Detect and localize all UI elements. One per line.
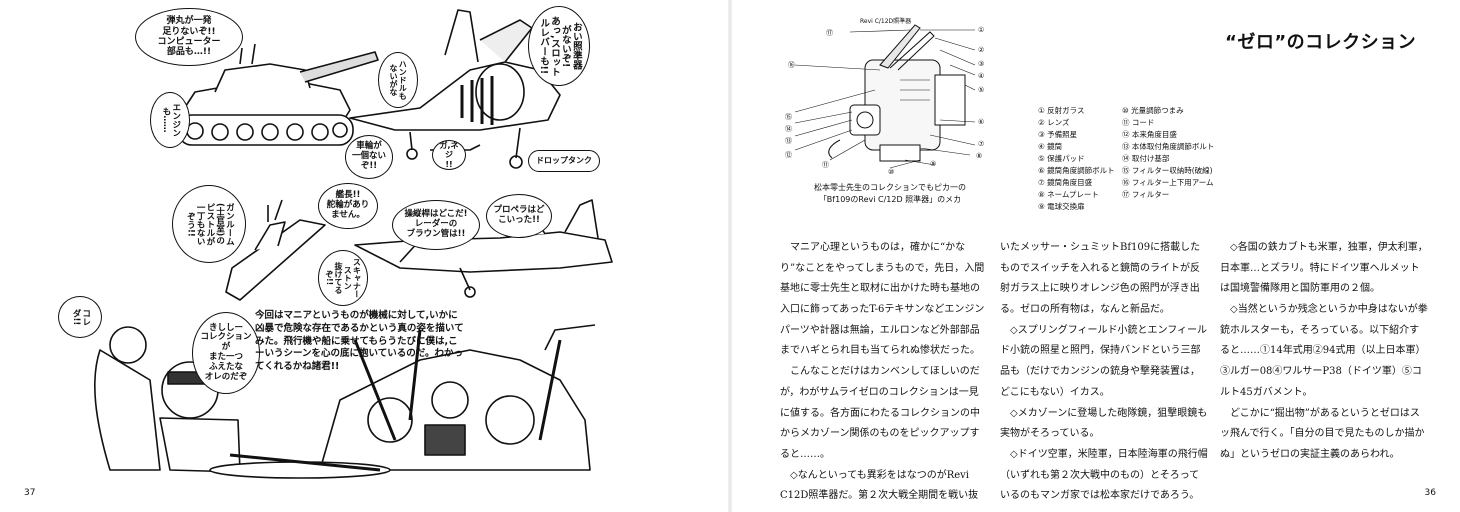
article-column-1: マニア心理というものは，確かに“かなり”なことをやってしまうもので，先日，入間基…	[780, 238, 988, 507]
parts-legend-right: ⑩ 光量調節つまみ ⑪ コード ⑫ 本来角度目盛 ⑬ 本体取付角度調節ボルト ⑭…	[1122, 105, 1214, 201]
legend-item: ⑦ 鏡筒角度目盛	[1038, 178, 1093, 187]
speech-bubble-screw: ガ,ネジ !!	[432, 140, 466, 170]
callout-9: ⑨	[930, 160, 937, 168]
callout-3: ③	[978, 60, 985, 68]
legend-item: ⑯ フィルター上下用アーム	[1122, 178, 1214, 187]
paragraph: ◇ドイツ空軍，米陸軍，日本陸海軍の飛行帽（いずれも第２次大戦中のもの）とそろって…	[1000, 448, 1208, 502]
callout-12: ⑫	[785, 151, 792, 159]
speech-bubble-sight: おい照準器 がないぞ! あっ,スロット ルレバーも!!	[528, 6, 590, 86]
paragraph: ◇スプリングフィールド小銃とエンフィールド小銃の照星と照門，保持バンドという三部…	[1000, 324, 1207, 398]
left-page: 弾丸が一発 足りないぞ!! コンピューター 部品も…!! おい照準器 がないぞ!…	[24, 6, 613, 498]
article-column-2: いたメッサー・シュミットBf109に搭載したものでスイッチを入れると鏡筒のライト…	[1000, 238, 1208, 507]
speech-bubble-this: コレ ダ!!	[58, 296, 102, 338]
speech-bubble-scanner: スキャナー ストン 抜けてる ぞ!!	[318, 250, 368, 306]
legend-item: ⑮ フィルター収納時(破線)	[1122, 166, 1213, 175]
legend-item: ⑭ 取付け基部	[1122, 154, 1170, 163]
speech-bubble-droptank: ドロップタンク	[528, 150, 600, 172]
legend-item: ⑩ 光量調節つまみ	[1122, 106, 1184, 115]
callout-11: ⑪	[822, 161, 829, 169]
legend-item: ⑬ 本体取付角度調節ボルト	[1122, 142, 1215, 151]
legend-item: ⑰ フィルター	[1122, 190, 1170, 199]
speech-bubble-engine: エンジン も……	[150, 92, 190, 148]
paragraph: ◇当然というか残念というか中身はないが拳銃ホルスターも，そろっている。以下紹介す…	[1220, 304, 1428, 398]
right-page: “ゼロ”のコレクション Revi C/12D照準器 ① ② ③ ④ ⑤ ⑥ ⑦ …	[730, 0, 1460, 512]
callout-8: ⑧	[976, 152, 983, 160]
book-gutter	[728, 0, 732, 512]
legend-item: ⑨ 電球交換扉	[1038, 202, 1085, 211]
article-column-3: ◇各国の鉄カブトも米軍，独軍，伊太利軍，日本軍…とズラリ。特にドイツ軍ヘルメット…	[1220, 238, 1428, 466]
paragraph: いたメッサー・シュミットBf109に搭載したものでスイッチを入れると鏡筒のライト…	[1000, 242, 1201, 316]
callout-6: ⑥	[978, 118, 985, 126]
callout-10: ⑩	[888, 168, 895, 176]
speech-bubble-ammo: 弾丸が一発 足りないぞ!! コンピューター 部品も…!!	[135, 8, 243, 66]
legend-item: ⑤ 保護パッド	[1038, 154, 1085, 163]
propeller-plane-drawing	[354, 199, 613, 298]
speech-bubble-propeller: プロペラはど こいった!!	[486, 194, 552, 238]
legend-item: ⑥ 鏡筒角度調節ボルト	[1038, 166, 1115, 175]
callout-16: ⑯	[788, 61, 795, 69]
manga-illustration	[94, 9, 613, 479]
legend-item: ② レンズ	[1038, 118, 1070, 127]
callout-7: ⑦	[978, 140, 985, 148]
paragraph: どこかに“掘出物”があるというとゼロはスッ飛んで行く。「自分の目で見たものしか描…	[1220, 407, 1425, 460]
page-number-right: 36	[1424, 488, 1436, 498]
jet-fighter-drawing	[349, 9, 561, 169]
page-number-left: 37	[24, 488, 36, 498]
diagram-title: Revi C/12D照準器	[860, 18, 912, 25]
parts-legend-left: ① 反射ガラス ② レンズ ③ 予備照星 ④ 鏡筒 ⑤ 保護パッド ⑥ 鏡筒角度…	[1038, 105, 1115, 213]
callout-5: ⑤	[978, 86, 985, 94]
callout-15: ⑮	[785, 113, 792, 121]
diagram-caption: 松本零士先生のコレクションでもピカ一の 「Bf109のRevi C/12D 照準…	[814, 183, 966, 204]
battleship-drawing	[225, 199, 326, 301]
callout-2: ②	[978, 46, 985, 54]
legend-item: ③ 予備照星	[1038, 130, 1078, 139]
legend-item: ⑧ ネームプレート	[1038, 190, 1099, 199]
speech-bubble-stick: 操縦桿はどこだ! レーダーの ブラウン管は!!	[392, 200, 480, 250]
speech-bubble-handle: ハンドルも ないがな	[378, 52, 418, 108]
speech-bubble-collection: きししー コレクションが また一つ ふえたな オレのだぞ	[192, 312, 260, 394]
junk-pile-drawing	[209, 324, 596, 479]
narration-text: 今回はマニアというものが機械に対して,いかに凶暴で危険な存在であるかという真の姿…	[255, 310, 464, 373]
callout-4: ④	[978, 72, 985, 80]
speech-bubble-gunroom: ガンルーム (士官室)の ピストルが 一丁もない ぞう!!	[172, 185, 246, 263]
callout-13: ⑬	[785, 137, 792, 145]
callout-17: ⑰	[826, 29, 833, 37]
legend-item: ⑪ コード	[1122, 118, 1155, 127]
legend-item: ④ 鏡筒	[1038, 142, 1063, 151]
paragraph: ◇なんといっても異彩をはなつのがRevi C12D照準器だ。第２次大戦全期間を戦…	[780, 469, 979, 502]
speech-bubble-wheel: 車輪が 一個ない ぞ!!	[345, 135, 393, 179]
paragraph: ◇各国の鉄カブトも米軍，独軍，伊太利軍，日本軍…とズラリ。特にドイツ軍ヘルメット…	[1220, 242, 1428, 295]
callout-14: ⑭	[785, 125, 792, 133]
paragraph: こんなことだけはカンベンしてほしいのだが，わがサムライゼロのコレクションは一見に…	[780, 366, 980, 460]
speech-bubble-captain: 艦長!! 舵輪があり ません。	[318, 183, 378, 229]
legend-item: ① 反射ガラス	[1038, 106, 1085, 115]
paragraph: ◇メカゾーンに登場した砲隊鏡，狙撃眼鏡も実物がそろっている。	[1000, 407, 1208, 440]
callout-1: ①	[978, 26, 985, 34]
legend-item: ⑫ 本来角度目盛	[1122, 130, 1177, 139]
paragraph: マニア心理というものは，確かに“かなり”なことをやってしまうもので，先日，入間基…	[780, 242, 985, 357]
tank-drawing	[177, 43, 379, 146]
gunsight-diagram	[794, 24, 976, 169]
article-title: “ゼロ”のコレクション	[1225, 32, 1417, 53]
